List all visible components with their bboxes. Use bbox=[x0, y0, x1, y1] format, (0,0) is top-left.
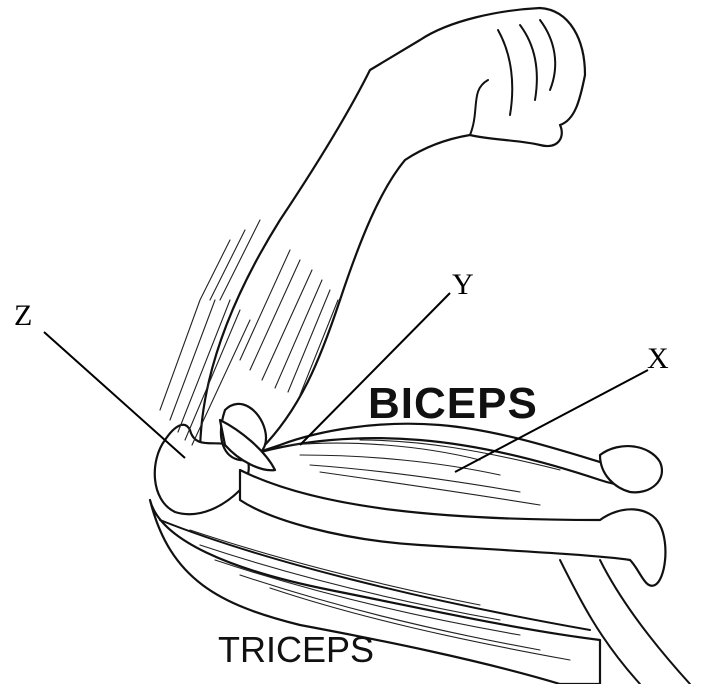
biceps-muscle bbox=[220, 420, 662, 492]
label-biceps: BICEPS bbox=[368, 379, 538, 428]
label-z: Z bbox=[14, 299, 32, 332]
label-x: X bbox=[647, 342, 669, 375]
leader-line-z bbox=[44, 332, 185, 458]
humerus-bone bbox=[240, 470, 665, 586]
label-triceps: TRICEPS bbox=[218, 629, 374, 670]
label-y: Y bbox=[452, 268, 474, 301]
